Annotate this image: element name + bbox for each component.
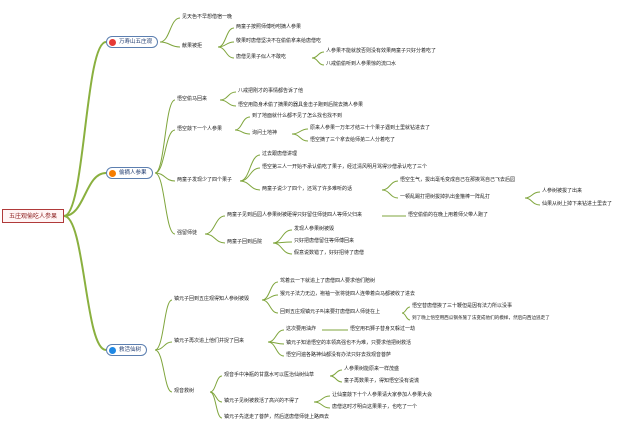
node: 仙果从树上掉下来钻进土里去了 [542,201,613,207]
node: 两童子说少了四个，还骂了许多难听的话 [262,186,353,192]
node: 两童子按照师傅吩咐摘人参果 [236,24,302,30]
node: 镇元子再次追上他们并捉了回来 [174,338,245,344]
node: 悟空第三人一开始不承认偷吃了果子，经过清风明月骂得沙僧承认吃了三个 [262,164,428,170]
node: 镇元子先送走了菩萨，然后送唐僧师徒上路西去 [224,414,330,420]
branch-badge-icon [109,39,116,46]
node: 这次要用油炸 [286,326,317,332]
node: 原来人参果一万年才结三十个果子遇到土里就钻进去了 [310,125,431,131]
node: 悟空用隐身术偷了摘果的器具金击子跑到后院去摘人参果 [238,102,364,108]
root-node: 五庄观偷吃人参果 [2,209,64,223]
node: 镇元子见树被救活了高兴的不得了 [224,398,300,404]
node: 唐僧见果子似人不敢吃 [236,54,287,60]
node: 观音手中净瓶的甘露水可以医治仙树仙草 [224,372,315,378]
node: 猴元子法力无边，袍袖一张将徒四人连带着白马都被收了进去 [280,291,416,297]
node: 悟空问遍各路神仙都没有办法只好去找观音菩萨 [286,352,392,358]
node: 到了地面就什么都不见了怎么找也找不到 [252,113,343,119]
node: 到了晚上悟空用西瓜钢条施了法变成他们的模样，然后向西边逃走了 [412,316,550,321]
branch-node-1: 万寿山五庄观 [106,36,159,48]
branch-badge-icon [109,347,116,354]
node: 强留师徒 [177,230,198,236]
node: 回到五庄观镇元子叫来要打唐僧四人师徒在上 [280,309,381,315]
node: 一顿乱踢打把树拔掉扒出金箍棒一阵乱打 [400,194,491,200]
node: 两童子回到后院 [227,239,263,245]
node: 只好把唐僧留住等师傅回来 [294,238,355,244]
branch-badge-icon [109,170,116,177]
branch-node-3: 救活仙树 [106,344,148,356]
branch-label: 救活仙树 [119,347,142,353]
node: 观音救树 [174,388,195,394]
node: 假意说数错了，好好招待了唐僧 [294,250,365,256]
node: 过去跟唐僧讲理 [262,151,298,157]
node: 询问土地神 [252,130,278,136]
node: 两童子见到后园人参果树被砸得只好留住师徒四人等师父归来 [227,212,363,218]
node: 见天色不早想借宿一晚 [182,14,233,20]
node: 悟空偷偷的在晚上用着师父带人跑了 [408,212,489,218]
node: 敬果时唐僧坚决不在偷偷拿来给唐僧吃 [236,38,322,44]
node: 唐僧这时才明白这果果子，也吃了一个 [332,404,418,410]
node: 悟空摘了三个拿去给师弟二人分着吃了 [310,137,396,143]
node: 悟空偷马回来 [177,96,208,102]
branch-node-2: 偷摘人参果 [106,167,153,179]
node: 人参果不能就放否则没有效果两童子只好分着吃了 [326,48,437,54]
node: 镇元子知道悟空的本领高强也不为难，只要求他把树救活 [286,340,412,346]
node: 悟空替唐僧挨了三十鞭但是因有法力所以没事 [412,303,513,309]
branch-label: 偷摘人参果 [119,170,147,176]
node: 献果被拒 [182,43,203,49]
node: 悟空生气，拔出毫毛变成自己在那挨骂自己飞去后园 [400,177,516,183]
node: 两童子发现少了四个果子 [177,177,233,183]
node: 人参树被拔了出来 [542,188,583,194]
node: 发现人参果树被毁 [294,226,335,232]
node: 八戒把刚才的事情都告诉了他 [238,88,304,94]
node: 悟空敲下一个人参果 [177,126,223,132]
node: 镇元子回到五庄观得知人参树被毁 [174,296,250,302]
node: 让仙童敲下十个人参果请大家参加人参果大会 [332,392,433,398]
node: 驾着云一下就追上了唐僧四人要求他们赔树 [280,278,376,284]
node: 悟空用石狮子替身又躲过一劫 [350,326,416,332]
node: 人参果树能原来一样茂盛 [344,366,400,372]
branch-label: 万寿山五庄观 [119,39,153,45]
node: 八戒偷偷听到人参果惊的流口水 [326,61,397,67]
node: 童子再数果子，得知悟空没有说谎 [344,378,420,384]
